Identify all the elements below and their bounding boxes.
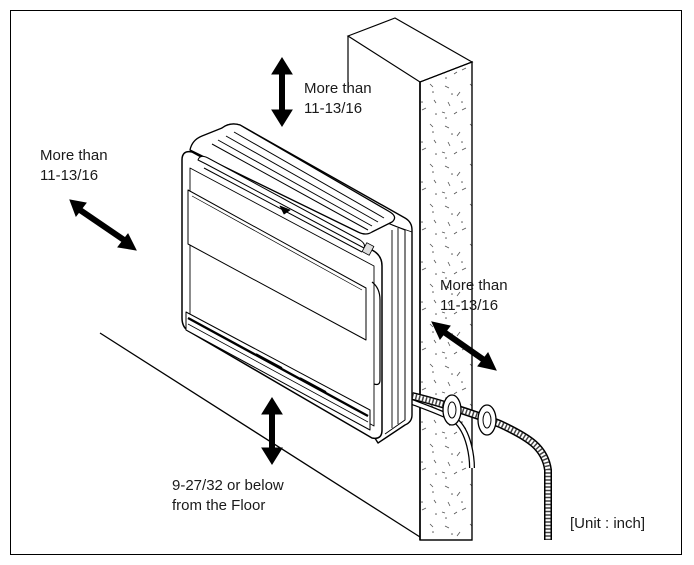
clearance-arrow-right [431,321,497,371]
left-clearance-line1: More than [40,147,108,164]
left-clearance-label: More than 11-13/16 [40,146,108,186]
left-clearance-line2: 11-13/16 [40,167,99,184]
floor-clearance-line2: from the Floor [172,497,266,514]
right-clearance-line2: 11-13/16 [440,297,499,314]
floor-line [99,332,421,538]
floor-clearance-label: 9-27/32 or below from the Floor [172,476,284,516]
indoor-unit [181,123,413,444]
unit-note: [Unit : inch] [570,515,646,532]
clearance-arrow-top [271,57,293,127]
refrigerant-piping [410,392,552,540]
clearance-arrow-left [69,199,137,251]
top-clearance-label: More than 11-13/16 [304,79,372,119]
right-clearance-label: More than 11-13/16 [440,276,508,316]
top-clearance-line1: More than [304,80,372,97]
top-clearance-line2: 11-13/16 [304,100,363,117]
clearance-arrow-bottom [261,397,283,465]
right-clearance-line1: More than [440,277,508,294]
floor-clearance-line1: 9-27/32 or below [172,477,284,494]
